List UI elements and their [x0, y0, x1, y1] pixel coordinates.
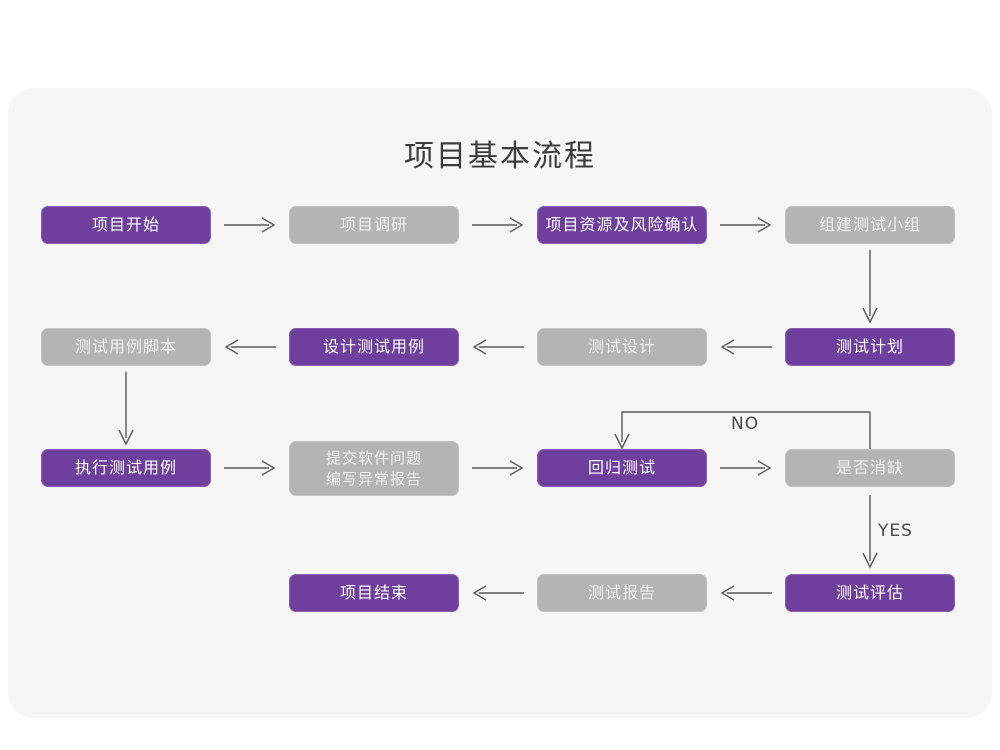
arrow-down-team-to-plan: [860, 250, 880, 324]
arrow-down-script-to-execute: [116, 372, 136, 446]
arrow-left-5: [720, 584, 772, 602]
node-test-plan[interactable]: 测试计划: [785, 328, 955, 366]
node-submit-issue-report[interactable]: 提交软件问题 编写异常报告: [289, 441, 459, 496]
diagram-panel: [8, 88, 992, 718]
arrow-right-4: [224, 459, 276, 477]
arrow-left-3: [720, 338, 772, 356]
node-test-report[interactable]: 测试报告: [537, 574, 707, 612]
node-test-evaluation[interactable]: 测试评估: [785, 574, 955, 612]
arrow-right-1: [224, 216, 276, 234]
node-project-research[interactable]: 项目调研: [289, 206, 459, 244]
arrow-right-2: [472, 216, 524, 234]
node-test-case-script[interactable]: 测试用例脚本: [41, 328, 211, 366]
node-resource-risk-confirm[interactable]: 项目资源及风险确认: [537, 206, 707, 244]
node-defect-resolved[interactable]: 是否消缺: [785, 449, 955, 487]
node-regression-test[interactable]: 回归测试: [537, 449, 707, 487]
node-test-design[interactable]: 测试设计: [537, 328, 707, 366]
node-form-test-team[interactable]: 组建测试小组: [785, 206, 955, 244]
arrow-left-4: [472, 584, 524, 602]
node-execute-test-case[interactable]: 执行测试用例: [41, 449, 211, 487]
loop-no-feedback: [612, 408, 878, 452]
node-project-start[interactable]: 项目开始: [41, 206, 211, 244]
arrow-down-yes: [860, 495, 880, 569]
arrow-left-1: [224, 338, 276, 356]
arrow-right-5: [472, 459, 524, 477]
node-design-test-case[interactable]: 设计测试用例: [289, 328, 459, 366]
edge-label-yes: YES: [878, 521, 913, 541]
arrow-right-6: [720, 459, 772, 477]
edge-label-no: NO: [731, 414, 760, 434]
page-title: 项目基本流程: [404, 139, 596, 174]
arrow-right-3: [720, 216, 772, 234]
arrow-left-2: [472, 338, 524, 356]
node-project-end[interactable]: 项目结束: [289, 574, 459, 612]
